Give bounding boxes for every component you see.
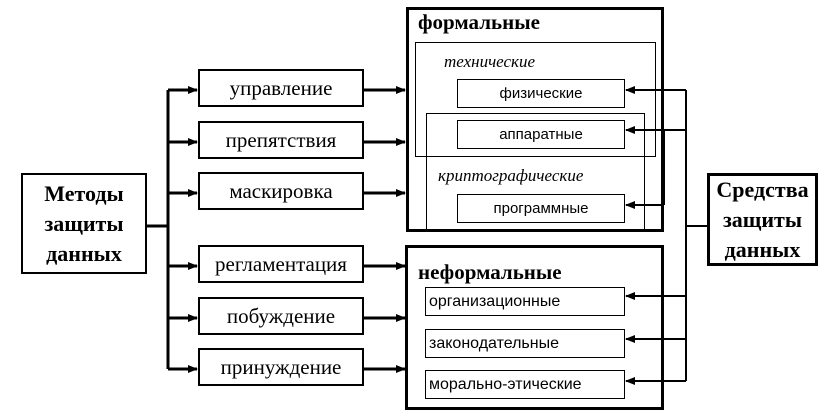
item-label: аппаратные xyxy=(499,126,583,143)
item-label: программные xyxy=(493,200,589,217)
method-label: маскировка xyxy=(229,178,333,203)
item-organizacionnye: организационные xyxy=(425,287,625,316)
methods-box: Методы защиты данных xyxy=(21,173,147,274)
methods-line-2: защиты xyxy=(44,210,124,236)
item-label: физические xyxy=(499,85,583,102)
method-label: побуждение xyxy=(226,303,336,328)
method-label: препятствия xyxy=(225,127,337,152)
item-programmnye: программные xyxy=(457,194,625,223)
means-line-2: защиты xyxy=(722,206,803,232)
item-label: морально-этические xyxy=(429,375,582,393)
technical-title: технические xyxy=(444,52,536,71)
method-maskirovka: маскировка xyxy=(198,172,364,210)
item-label: организационные xyxy=(429,292,561,310)
methods-line-3: данных xyxy=(46,240,122,266)
method-upravlenie: управление xyxy=(198,69,364,107)
method-pobuzhdenie: побуждение xyxy=(198,297,364,335)
method-reglamentaciya: регламентация xyxy=(198,245,364,283)
informal-group xyxy=(405,245,664,410)
method-label: регламентация xyxy=(215,251,347,276)
item-moralno-eticheskie: морально-этические xyxy=(425,370,625,399)
method-prepyatstviya: препятствия xyxy=(198,121,364,159)
informal-title: неформальные xyxy=(418,260,562,284)
crypto-subgroup xyxy=(426,113,645,230)
item-fizicheskie: физические xyxy=(457,79,625,108)
item-apparatnye: аппаратные xyxy=(457,120,625,149)
formal-group xyxy=(406,7,664,232)
method-prinuzhdenie: принуждение xyxy=(198,348,364,386)
means-line-3: данных xyxy=(724,236,801,262)
method-label: управление xyxy=(229,75,333,100)
means-box: Средства защиты данных xyxy=(707,173,818,266)
methods-line-1: Методы xyxy=(44,180,124,206)
method-label: принуждение xyxy=(220,354,342,379)
item-zakonodatelnye: законодательные xyxy=(425,329,625,358)
means-line-1: Средства xyxy=(716,176,809,202)
technical-subgroup xyxy=(415,42,656,157)
formal-title: формальные xyxy=(418,10,540,34)
item-label: законодательные xyxy=(429,334,559,352)
crypto-title: криптографические xyxy=(438,166,584,185)
